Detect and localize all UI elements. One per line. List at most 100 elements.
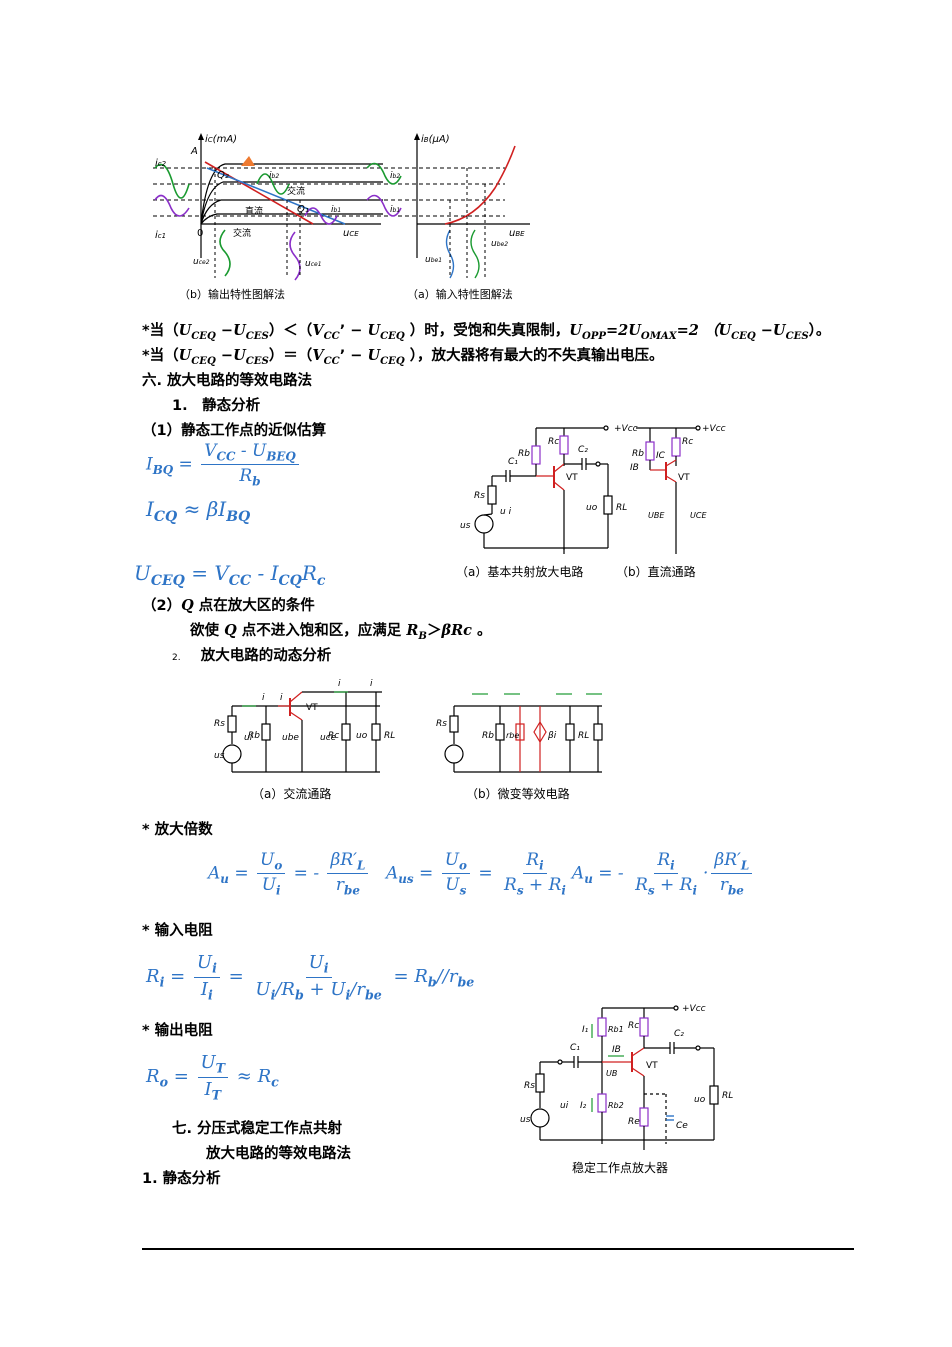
svg-text:Rs: Rs xyxy=(524,1081,535,1091)
svg-text:Rb: Rb xyxy=(518,449,530,459)
svg-text:ube: ube xyxy=(282,733,299,743)
svg-text:RL: RL xyxy=(722,1091,733,1101)
svg-text:uo: uo xyxy=(694,1095,706,1105)
svg-text:uce1: uce1 xyxy=(305,259,322,269)
q-point-condition-heading: （2）Q 点在放大区的条件 xyxy=(142,597,315,614)
svg-text:Rc: Rc xyxy=(628,1021,639,1031)
svg-text:VT: VT xyxy=(306,703,318,713)
svg-text:（b）直流通路: （b）直流通路 xyxy=(616,564,696,579)
svg-text:VT: VT xyxy=(678,473,690,483)
svg-text:u i: u i xyxy=(500,507,512,517)
svg-text:A: A xyxy=(190,146,198,157)
svg-text:I₂: I₂ xyxy=(580,1101,587,1111)
basic-ce-amplifier-figure: +Vcc +Vcc Rb Rc C₁ C₂ VT Rs us u i uo RL… xyxy=(456,424,726,579)
svg-text:uBE: uBE xyxy=(509,228,525,239)
approx-estimation-heading: （1）静态工作点的近似估算 xyxy=(142,423,327,439)
svg-text:ube2: ube2 xyxy=(491,239,508,249)
svg-text:（b）微变等效电路: （b）微变等效电路 xyxy=(466,786,570,801)
svg-text:Q₁: Q₁ xyxy=(297,204,309,215)
svg-text:ib1: ib1 xyxy=(331,205,341,215)
svg-text:ic2: ic2 xyxy=(155,158,167,169)
svg-text:RL: RL xyxy=(578,731,589,741)
svg-text:Rb2: Rb2 xyxy=(608,1101,624,1110)
svg-text:uce2: uce2 xyxy=(193,257,210,267)
svg-text:us: us xyxy=(214,751,225,761)
svg-text:直流: 直流 xyxy=(245,205,263,217)
svg-text:i: i xyxy=(262,693,265,703)
svg-text:rbe: rbe xyxy=(506,731,519,740)
svg-text:（b）输出特性图解法: （b）输出特性图解法 xyxy=(179,287,285,301)
dynamic-analysis-heading: 2. 放大电路的动态分析 xyxy=(172,648,332,664)
output-resistance-heading: * 输出电阻 xyxy=(142,1023,213,1039)
svg-text:C₂: C₂ xyxy=(578,445,588,455)
svg-text:Rc: Rc xyxy=(328,731,339,741)
svg-text:Q₂: Q₂ xyxy=(217,170,229,181)
svg-text:i: i xyxy=(338,679,341,689)
svg-text:Ce: Ce xyxy=(676,1121,688,1131)
svg-text:us: us xyxy=(520,1115,531,1125)
svg-text:UCE: UCE xyxy=(690,511,707,520)
svg-text:Rb: Rb xyxy=(482,731,494,741)
ac-equivalent-circuits-figure: i i i i VT Rs Rb Rc RL ui ube uce uo us … xyxy=(214,679,603,801)
svg-text:VT: VT xyxy=(646,1061,658,1071)
svg-text:uce: uce xyxy=(320,733,337,743)
svg-text:uo: uo xyxy=(356,731,368,741)
svg-text:0: 0 xyxy=(197,228,203,239)
svg-text:ic1: ic1 xyxy=(155,230,166,241)
svg-text:交流: 交流 xyxy=(233,227,251,239)
static-analysis-heading: 1. 静态分析 xyxy=(172,398,261,414)
svg-text:Rs: Rs xyxy=(436,719,447,729)
section-6-heading: 六. 放大电路的等效电路法 xyxy=(142,373,313,389)
svg-text:+Vcc: +Vcc xyxy=(682,1004,706,1014)
svg-text:C₁: C₁ xyxy=(570,1043,580,1053)
svg-text:iB(μA): iB(μA) xyxy=(421,134,450,145)
svg-text:IC: IC xyxy=(656,451,666,461)
svg-text:i: i xyxy=(280,693,283,703)
stable-bias-amplifier-figure: +Vcc I₁ Rb1 Rc C₂ C₁ IB UB VT Rs us ui I… xyxy=(520,1004,733,1175)
svg-text:RL: RL xyxy=(384,731,395,741)
saturation-condition-line: *当（UCEQ −UCES）＜（VCC’ − UCEQ ）时，受饱和失真限制，U… xyxy=(142,322,831,342)
svg-text:ib1: ib1 xyxy=(390,205,400,215)
svg-text:Rb: Rb xyxy=(632,449,644,459)
svg-text:ube1: ube1 xyxy=(425,255,442,265)
svg-text:交流: 交流 xyxy=(287,185,305,197)
svg-text:UBE: UBE xyxy=(648,511,665,520)
section-7-heading-line1: 七. 分压式稳定工作点共射 xyxy=(172,1121,343,1137)
input-resistance-heading: * 输入电阻 xyxy=(142,923,213,939)
svg-text:稳定工作点放大器: 稳定工作点放大器 xyxy=(572,1160,668,1175)
svg-text:RL: RL xyxy=(616,503,627,513)
svg-text:us: us xyxy=(460,521,471,531)
svg-text:Re: Re xyxy=(628,1117,640,1127)
uceq-equation: UCEQ = VCC - ICQRc xyxy=(134,561,326,589)
svg-text:βi: βi xyxy=(547,731,557,741)
icq-equation: ICQ ≈ βIBQ xyxy=(146,497,251,525)
section-7-heading-line2: 放大电路的等效电路法 xyxy=(206,1146,351,1162)
svg-text:ui: ui xyxy=(560,1101,569,1111)
svg-text:+Vcc: +Vcc xyxy=(614,424,638,434)
svg-text:C₁: C₁ xyxy=(508,457,518,467)
svg-text:（a）基本共射放大电路: （a）基本共射放大电路 xyxy=(456,564,583,579)
svg-text:Rb: Rb xyxy=(248,731,260,741)
svg-text:I₁: I₁ xyxy=(582,1025,589,1035)
svg-text:Rc: Rc xyxy=(682,437,693,447)
characteristic-graph-figure: iC(mA) iB(μA) A ic2 ic1 Q₂ Q₁ ib2 ib1 ib… xyxy=(153,133,530,301)
footer-rule xyxy=(142,1248,854,1250)
svg-text:IB: IB xyxy=(630,463,639,473)
svg-text:uo: uo xyxy=(586,503,598,513)
svg-text:+Vcc: +Vcc xyxy=(702,424,726,434)
svg-text:IB: IB xyxy=(612,1045,621,1055)
svg-text:（a）交流通路: （a）交流通路 xyxy=(252,786,331,801)
svg-text:UB: UB xyxy=(606,1069,617,1078)
svg-text:ib2: ib2 xyxy=(269,171,279,181)
gain-heading: * 放大倍数 xyxy=(142,822,213,838)
svg-text:Rb1: Rb1 xyxy=(608,1025,624,1034)
svg-text:i: i xyxy=(370,679,373,689)
svg-text:Rc: Rc xyxy=(548,437,559,447)
svg-text:uCE: uCE xyxy=(343,228,359,239)
svg-text:（a）输入特性图解法: （a）输入特性图解法 xyxy=(407,287,513,301)
svg-text:C₂: C₂ xyxy=(674,1029,684,1039)
